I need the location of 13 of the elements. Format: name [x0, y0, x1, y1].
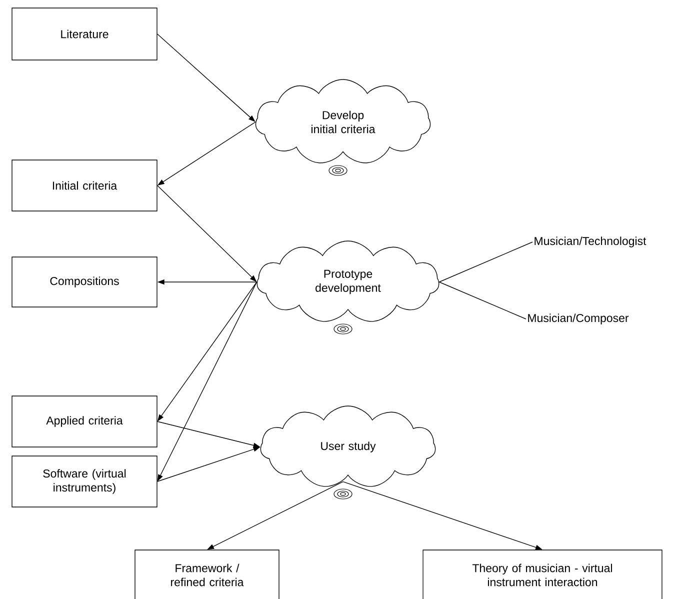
process-box: Initial criteria	[12, 160, 158, 212]
process-box: Framework / refined criteria	[134, 550, 280, 599]
process-box: Software (virtual instruments)	[12, 456, 158, 508]
role-label: Musician/Technologist	[534, 236, 646, 248]
process-cloud: Develop initial criteria	[255, 79, 431, 164]
process-cloud: Prototype development	[256, 240, 440, 322]
arrow	[157, 34, 256, 122]
role-label: Musician/Composer	[528, 314, 629, 324]
process-box: Theory of musician - virtual instrument interaction	[422, 550, 662, 599]
process-box: Applied criteria	[12, 396, 158, 448]
process-box: Compositions	[12, 256, 158, 308]
process-box: Literature	[12, 8, 158, 60]
process-cloud: User study	[260, 406, 436, 487]
